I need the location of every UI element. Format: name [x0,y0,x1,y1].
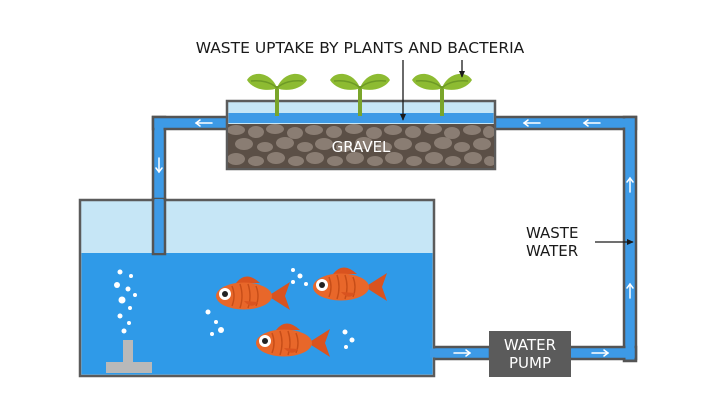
gravel-label: GRAVEL [332,138,391,156]
arrow-icon [591,349,610,357]
arrow-icon [626,282,634,299]
waste-label-line2: WATER [526,242,578,260]
uptake-label: WASTE UPTAKE BY PLANTS AND BACTERIA [196,39,525,57]
arrow-icon [626,176,634,193]
arrow-icon [453,349,472,357]
water-pump: WATER PUMP [489,331,571,377]
gravel-bed [228,124,494,168]
waste-label-line1: WASTE [526,224,578,242]
bubbles-icon [114,268,355,349]
arrow-icon [582,119,601,127]
arrow-icon [522,119,541,127]
arrow-icon [194,119,213,127]
pump-label-line2: PUMP [509,354,551,372]
grow-bed: GRAVEL [225,99,497,171]
arrow-icon [155,157,163,174]
tank-water [81,253,433,375]
pump-label-line1: WATER [504,336,556,354]
air-stone-icon [106,340,152,373]
